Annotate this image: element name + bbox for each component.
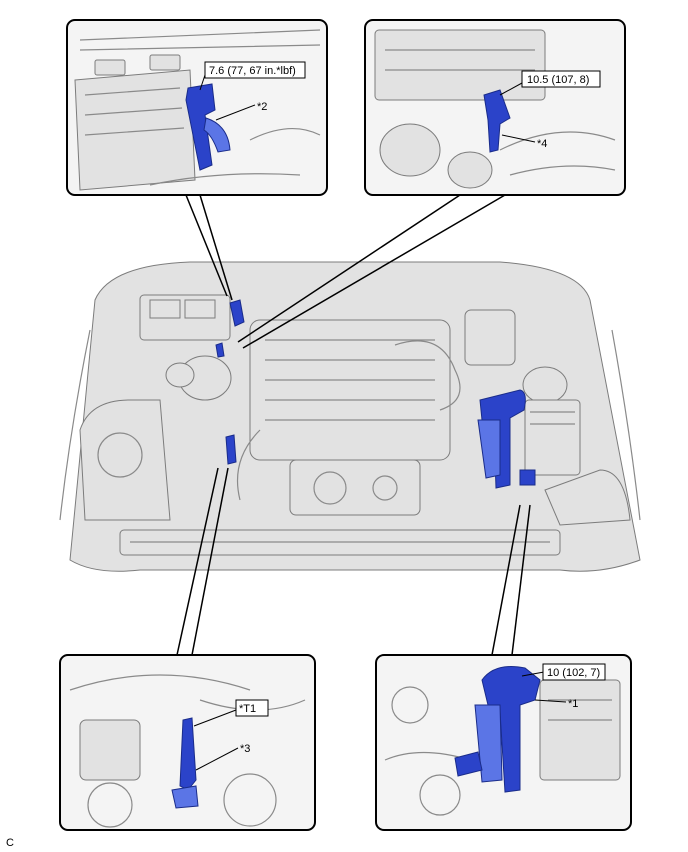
detail-frame-top-right: 10.5 (107, 8) *4 (364, 19, 626, 196)
torque-label-top-left: 7.6 (77, 67 in.*lbf) (209, 65, 296, 77)
highlighted-parts-main (215, 299, 536, 489)
leader-lines (176, 194, 531, 656)
figure-code: C (6, 837, 14, 849)
part-label-4: *4 (537, 138, 547, 150)
torque-label-top-right: 10.5 (107, 8) (527, 74, 589, 86)
detail-frame-top-left: 7.6 (77, 67 in.*lbf) *2 (66, 19, 328, 196)
part-label-2: *2 (257, 101, 267, 113)
part-label-1: *1 (568, 698, 578, 710)
part-label-3: *3 (240, 743, 250, 755)
detail-frame-bottom-left: *T1 *3 (59, 654, 316, 831)
detail-frame-bottom-right: 10 (102, 7) *1 (375, 654, 632, 831)
torque-label-bottom-right: 10 (102, 7) (547, 667, 600, 679)
tool-label-t1: *T1 (239, 703, 256, 715)
engine-bay-illustration (59, 261, 641, 572)
